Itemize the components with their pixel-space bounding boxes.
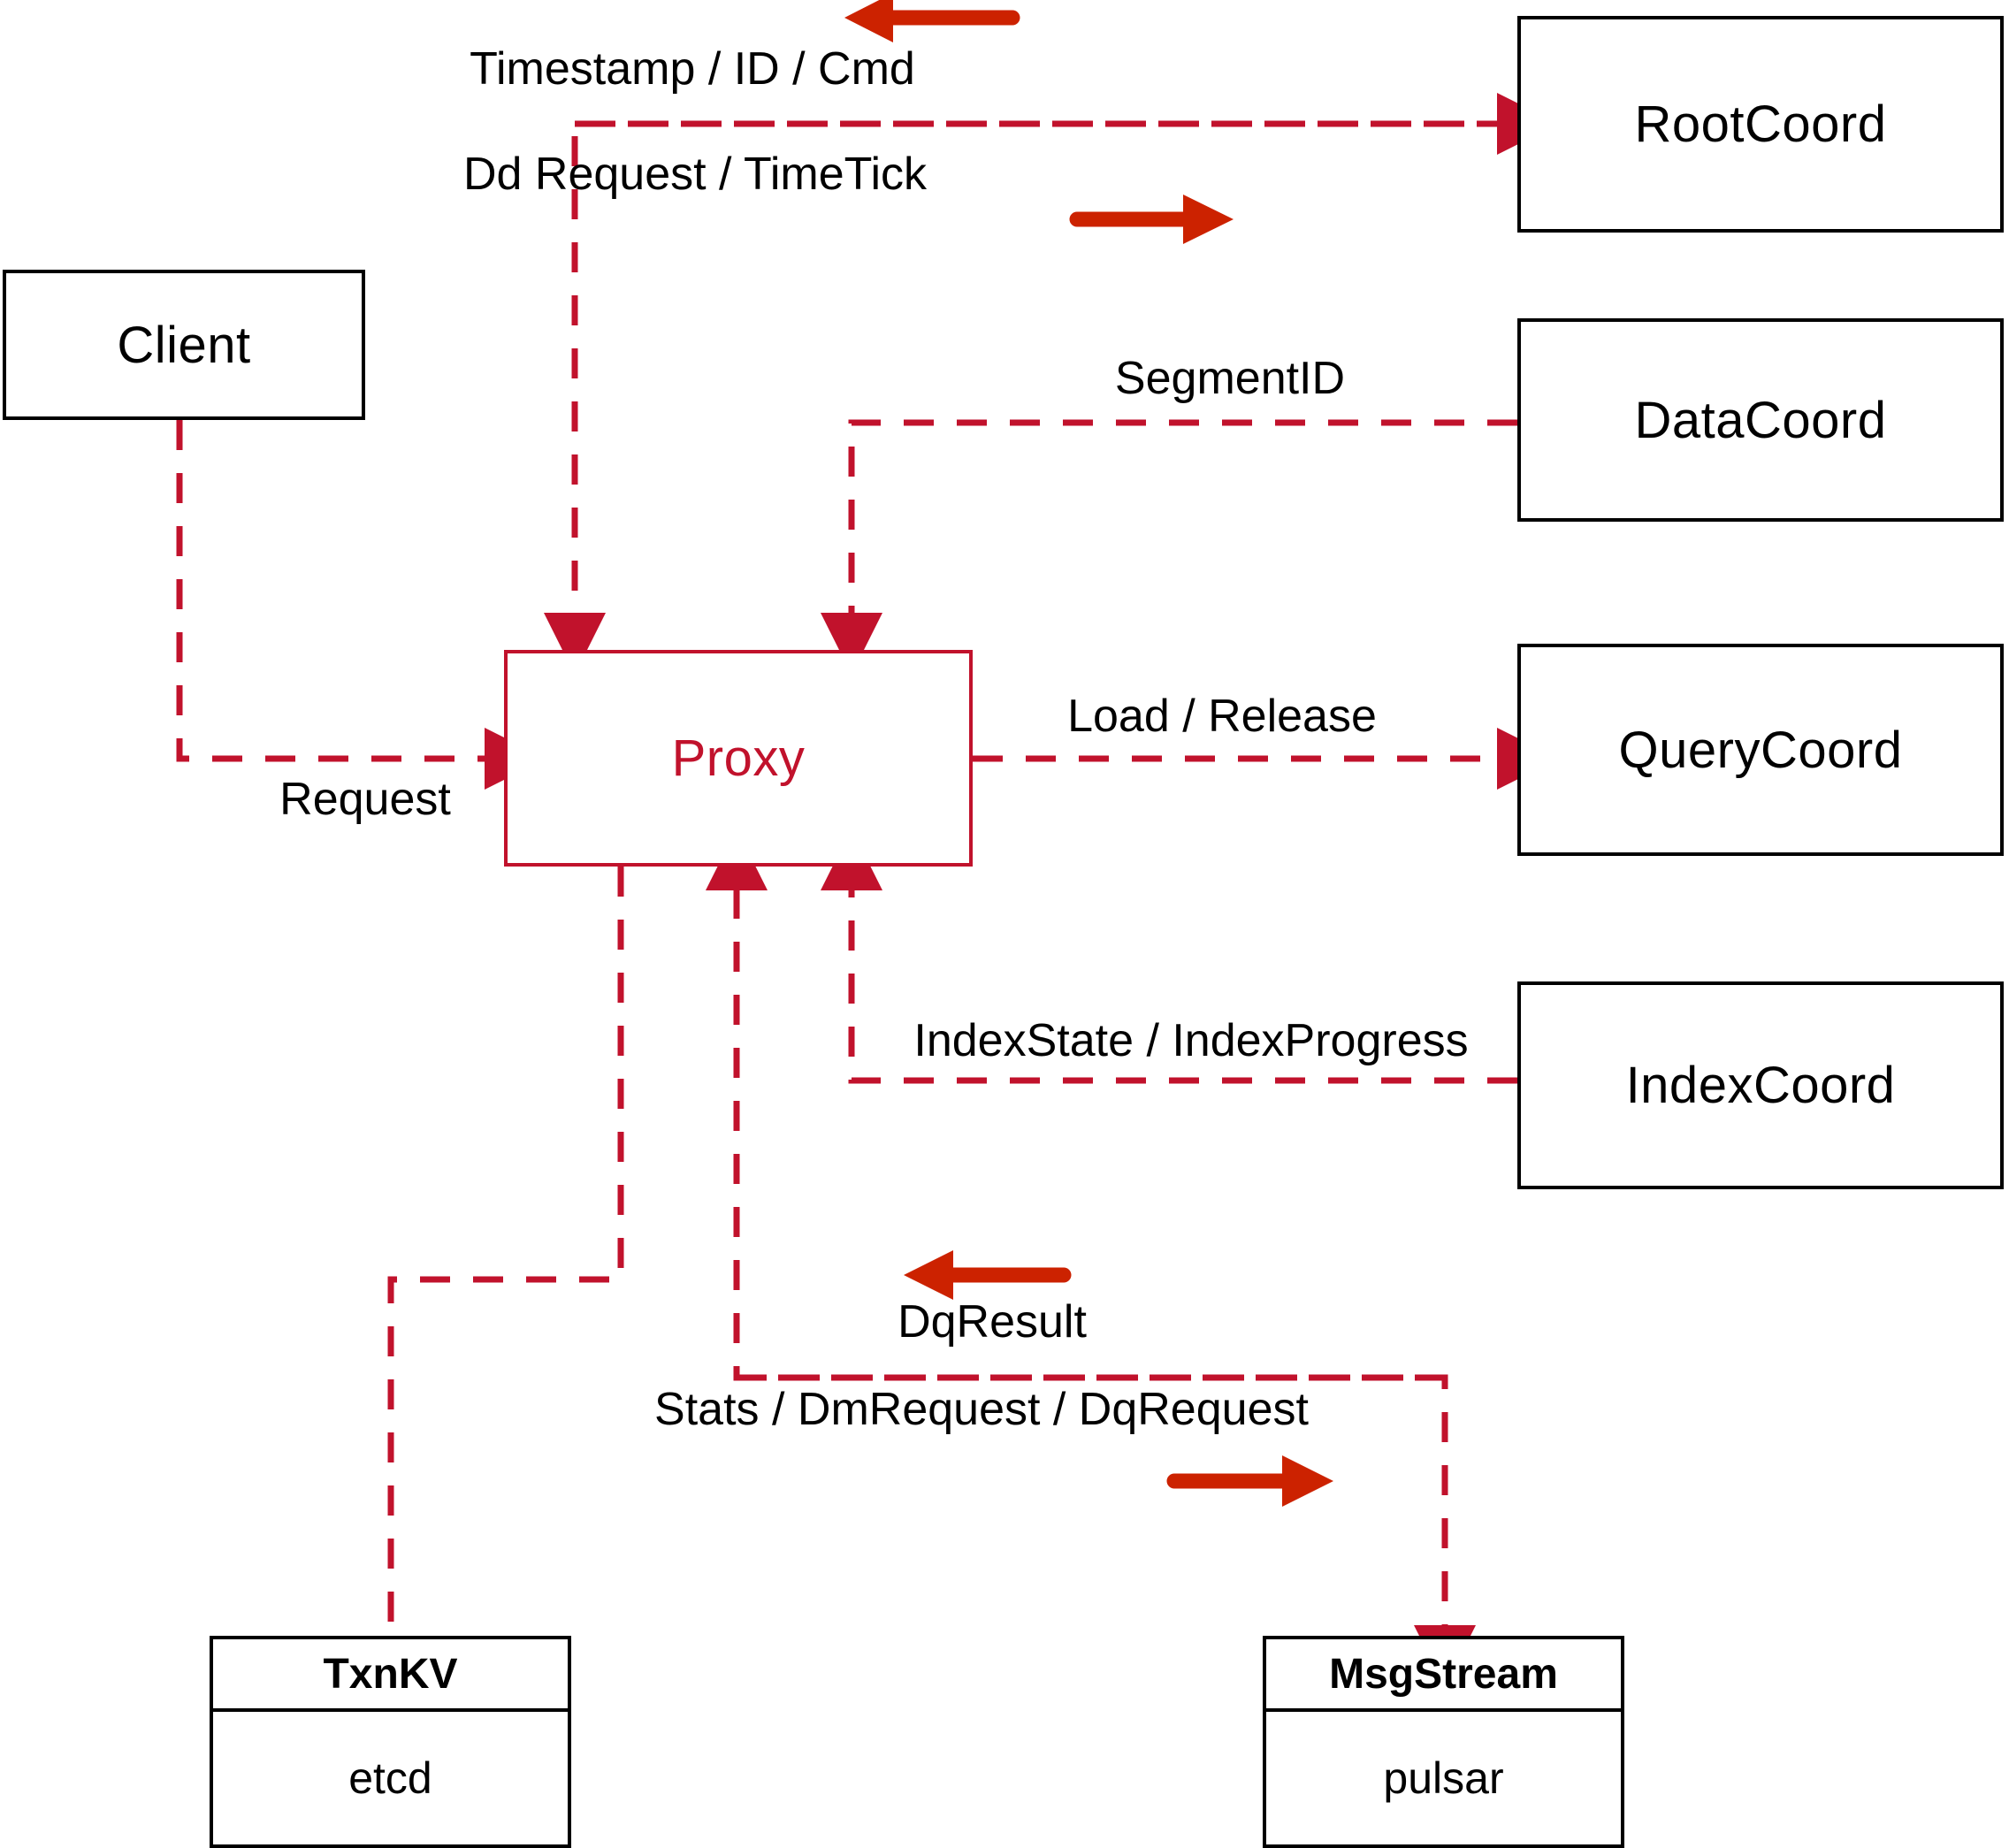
edge-label-indexstate-indexprogress: IndexState / IndexProgress [913,1015,1469,1066]
node-datacoord-label: DataCoord [1634,391,1887,449]
node-datacoord[interactable]: DataCoord [1517,318,2004,522]
node-msgstream[interactable]: MsgStream pulsar [1263,1636,1624,1848]
node-msgstream-impl: pulsar [1383,1753,1504,1803]
edge-label-segmentid: SegmentID [1114,353,1346,404]
node-msgstream-header: MsgStream [1266,1639,1621,1712]
node-msgstream-label: MsgStream [1329,1650,1558,1698]
node-rootcoord-label: RootCoord [1634,95,1887,153]
node-txnkv-label: TxnKV [323,1650,458,1698]
node-proxy[interactable]: Proxy [504,650,973,867]
node-indexcoord-label: IndexCoord [1625,1057,1896,1114]
direction-arrow-timestamp-left [844,0,1020,42]
node-querycoord-label: QueryCoord [1618,721,1903,779]
node-txnkv-body: etcd [213,1712,568,1844]
edge-client-to-proxy [176,420,546,790]
edge-label-load-release: Load / Release [1067,691,1377,742]
node-client[interactable]: Client [3,270,365,420]
edge-label-dqresult: DqResult [898,1296,1087,1348]
edge-proxy-to-txnkv [387,867,624,1636]
node-rootcoord[interactable]: RootCoord [1517,16,2004,233]
edge-label-request: Request [279,774,451,825]
edge-label-timestamp-id-cmd: Timestamp / ID / Cmd [470,43,915,95]
direction-arrow-dqresult-left [904,1250,1072,1300]
node-client-label: Client [117,316,251,374]
node-txnkv-impl: etcd [348,1753,432,1803]
node-indexcoord[interactable]: IndexCoord [1517,981,2004,1189]
edge-datacoord-to-proxy [821,419,1517,675]
edge-proxy-to-msgstream [737,1374,1476,1687]
node-proxy-label: Proxy [671,729,806,787]
node-txnkv[interactable]: TxnKV etcd [210,1636,571,1848]
edge-indexcoord-to-proxy [821,829,1517,1084]
direction-arrow-ddrequest-right [1069,195,1234,244]
node-msgstream-body: pulsar [1266,1712,1621,1844]
direction-arrow-dqrequest-right [1166,1455,1333,1507]
edge-label-dd-request-timetick: Dd Request / TimeTick [462,149,928,200]
edge-label-stats-dmrequest-dqrequest: Stats / DmRequest / DqRequest [654,1384,1309,1435]
edge-msgstream-to-proxy [706,829,1445,1381]
node-txnkv-header: TxnKV [213,1639,568,1712]
node-querycoord[interactable]: QueryCoord [1517,644,2004,856]
